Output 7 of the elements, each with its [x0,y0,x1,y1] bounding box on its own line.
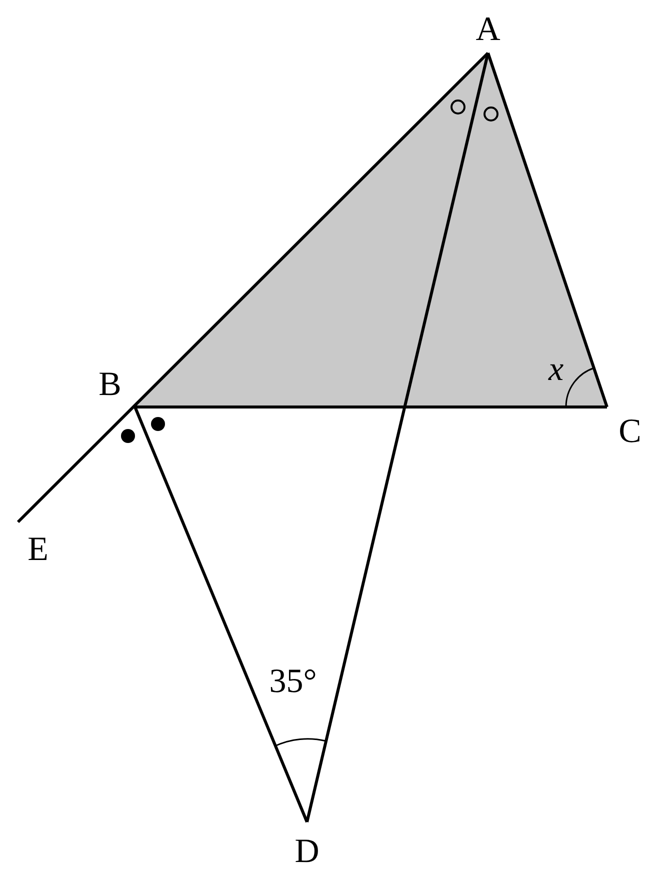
angle-label: x [548,353,564,387]
point-label: D [294,835,320,869]
point-label: B [98,368,122,402]
point-label: C [618,415,642,449]
point-label: A [476,13,500,47]
point-label: E [28,533,48,567]
angle-label: 35° [269,665,317,699]
